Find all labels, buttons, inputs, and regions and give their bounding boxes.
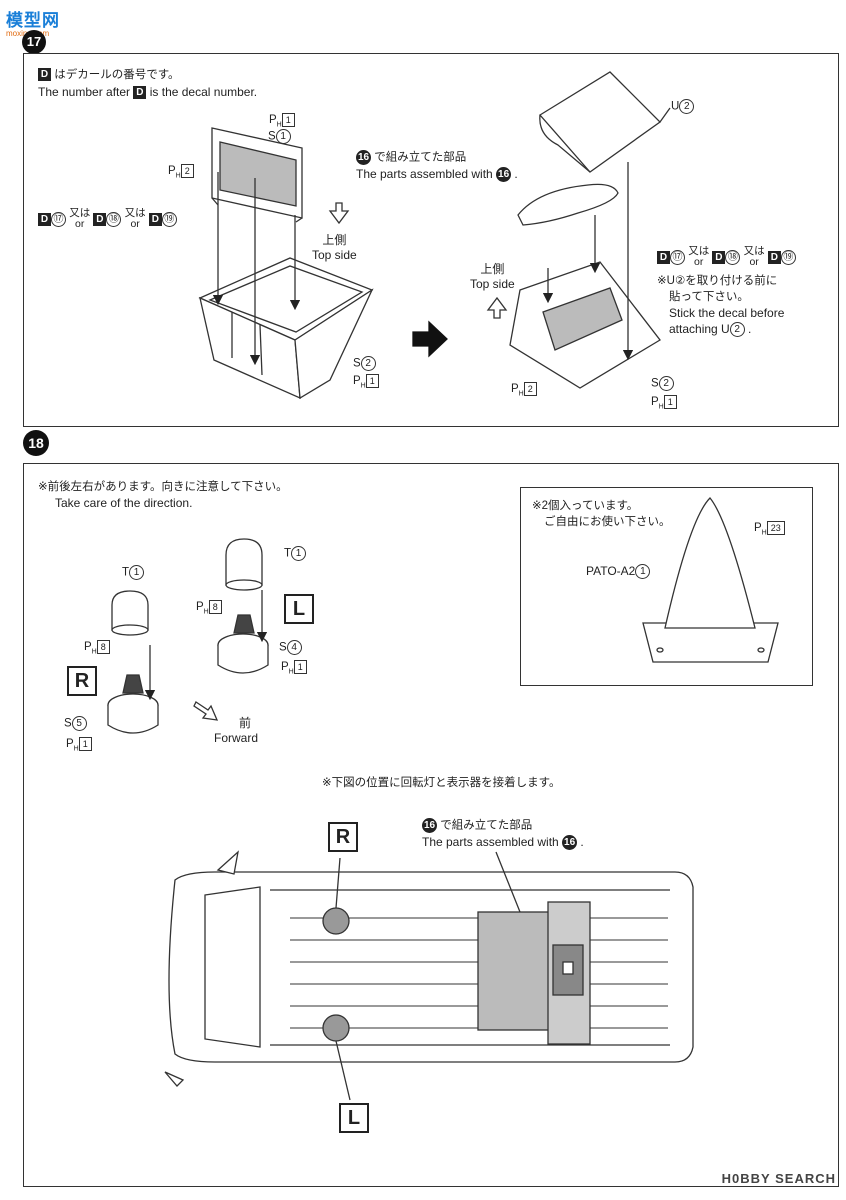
step-17-number: 17 bbox=[22, 30, 46, 54]
marker-l-car: L bbox=[339, 1103, 369, 1133]
assembled-note-en: The parts assembled with 16 . bbox=[356, 167, 518, 183]
cone-note: ※2個入っています。 ご自由にお使い下さい。 bbox=[532, 500, 671, 528]
decal-note-jp: D はデカールの番号です。 bbox=[38, 68, 180, 83]
step-18-number: 18 bbox=[23, 430, 49, 456]
decal-note-en: The number after D is the decal number. bbox=[38, 85, 258, 100]
decal-d-icon: D bbox=[133, 86, 147, 100]
position-note: ※下図の位置に回転灯と表示器を接着します。 bbox=[322, 777, 561, 789]
marker-l-small: L bbox=[284, 594, 314, 624]
marker-r-car: R bbox=[328, 822, 358, 852]
watermark-logo-text: 模型网 bbox=[6, 11, 60, 30]
footer-brand: H0BBY SEARCH bbox=[721, 1171, 836, 1186]
direction-note-en: Take care of the direction. bbox=[55, 496, 193, 510]
step-17-panel bbox=[23, 53, 839, 427]
assembled-note18-jp: 16 で組み立てた部品 bbox=[422, 818, 533, 833]
marker-r-small: R bbox=[67, 666, 97, 696]
assembled-note18-en: The parts assembled with 16 . bbox=[422, 835, 584, 851]
sticker-note: ※U②を取り付ける前に 貼って下さい。 Stick the decal befo… bbox=[657, 275, 785, 338]
top-side-label-right: 上側 Top side bbox=[470, 262, 515, 291]
direction-note-jp: ※前後左右があります。向きに注意して下さい。 bbox=[38, 481, 288, 493]
decal-d-icon: D bbox=[38, 68, 51, 82]
assembled-note-jp: 16 で組み立てた部品 bbox=[356, 150, 467, 165]
forward-label: 前 Forward bbox=[214, 716, 259, 745]
top-side-label-left: 上側 Top side bbox=[312, 233, 357, 262]
